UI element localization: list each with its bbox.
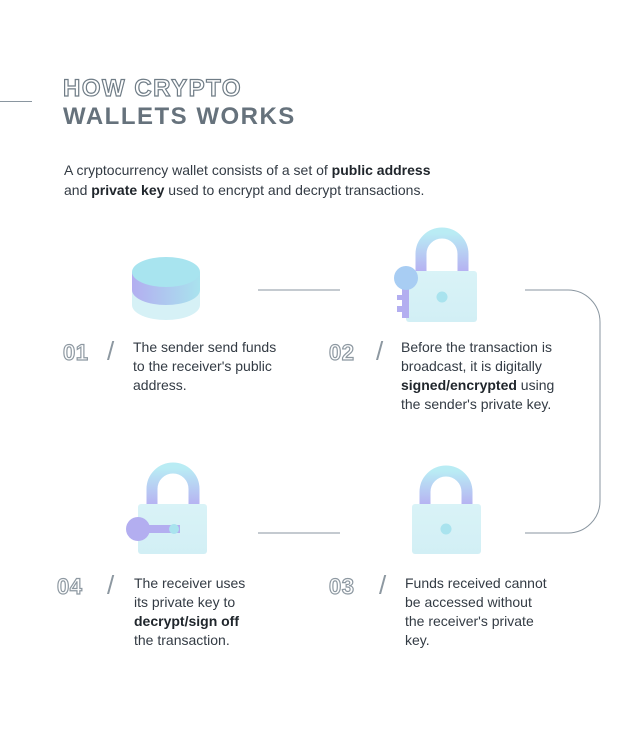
step-1-slash: / <box>107 336 115 366</box>
step-4-text-bold: decrypt/sign off <box>134 613 240 629</box>
step-4-slash: / <box>107 570 115 600</box>
step-4-text-before: The receiver uses its private key to <box>134 575 246 610</box>
coin-stack-icon <box>132 257 200 320</box>
step-3-number: 03 <box>328 573 355 599</box>
title-line-2: WALLETS WORKS <box>63 103 296 130</box>
step-3-text: Funds received cannot be accessed withou… <box>405 574 555 650</box>
intro-text: A cryptocurrency wallet consists of a se… <box>64 160 484 200</box>
intro-part1: A cryptocurrency wallet consists of a se… <box>64 162 332 178</box>
intro-part3: used to encrypt and decrypt transactions… <box>164 182 425 198</box>
step-1-number: 01 <box>62 339 89 365</box>
side-rule <box>0 101 32 102</box>
step-2-text-bold: signed/encrypted <box>401 377 517 393</box>
step-2-text-after: using the sender's private key. <box>401 377 555 412</box>
title-line-1: HOW CRYPTO <box>62 75 243 102</box>
lock-with-key-icon <box>394 227 477 322</box>
connector-2-3 <box>525 289 601 534</box>
step-4-number: 04 <box>56 573 83 599</box>
step-3-slash: / <box>379 570 387 600</box>
step-3-text-main: Funds received cannot be accessed withou… <box>405 575 547 648</box>
intro-bold-public-address: public address <box>331 162 431 178</box>
step-2-text-before: Before the transaction is broadcast, it … <box>401 339 552 374</box>
closed-lock-icon <box>412 465 481 554</box>
intro-part2: and <box>64 182 92 198</box>
step-2-number: 02 <box>328 339 355 365</box>
open-lock-with-key-icon <box>126 462 207 554</box>
step-1-text: The sender send funds to the receiver's … <box>133 338 283 395</box>
intro-bold-private-key: private key <box>91 182 165 198</box>
step-4-text: The receiver uses its private key to dec… <box>134 574 259 650</box>
step-1-text-main: The sender send funds to the receiver's … <box>133 339 277 393</box>
step-2-text: Before the transaction is broadcast, it … <box>401 338 566 414</box>
step-2-slash: / <box>376 336 384 366</box>
step-4-text-after: the transaction. <box>134 632 230 648</box>
